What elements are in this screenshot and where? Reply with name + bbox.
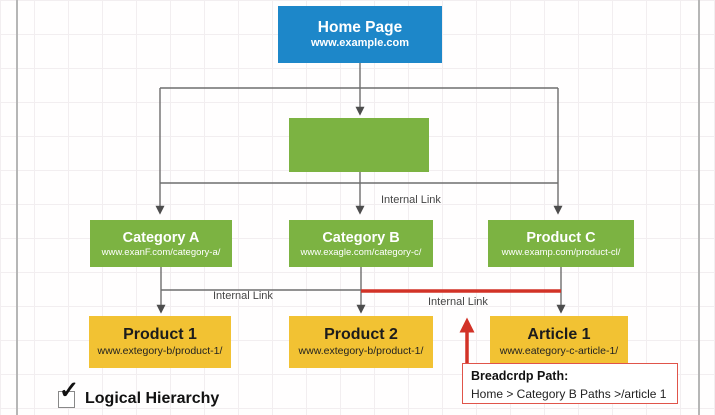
internal-link-label: Internal Link — [428, 296, 488, 308]
page-left-border — [16, 0, 18, 415]
node-article-1[interactable]: Article 1 www.eategory-c-article-1/ — [490, 316, 628, 368]
node-url: www.extegory-b/product-1/ — [97, 345, 223, 358]
node-title: Home Page — [317, 18, 403, 36]
breadcrumb-path: Home > Category B Paths >/article 1 — [471, 386, 667, 401]
node-url: www.examp.com/product-cl/ — [501, 246, 621, 258]
node-url: www.extegory-b/product-1/ — [298, 345, 424, 358]
page-right-border — [698, 0, 700, 415]
node-product-1[interactable]: Product 1 www.extegory-b/product-1/ — [89, 316, 231, 368]
internal-link-label: Internal Link — [213, 290, 273, 302]
internal-link-label: Internal Link — [381, 194, 441, 206]
legend: ✓ Logical Hierarchy — [58, 378, 220, 408]
node-title: Article 1 — [527, 326, 591, 344]
node-product-c[interactable]: Product C www.examp.com/product-cl/ — [488, 220, 634, 267]
logical-hierarchy-checkbox[interactable]: ✓ — [58, 378, 79, 408]
node-url: www.exagle.com/category-c/ — [300, 246, 422, 258]
node-home-page[interactable]: Home Page www.example.com — [278, 6, 442, 63]
node-title: Category B — [322, 229, 400, 246]
breadcrumb-title: Breadcrdp Path: — [471, 369, 569, 383]
node-title: Category A — [122, 229, 200, 246]
node-url: www.exanF.com/category-a/ — [101, 246, 221, 258]
breadcrumb-callout: Breadcrdp Path: Home > Category B Paths … — [462, 363, 678, 404]
node-product-2[interactable]: Product 2 www.extegory-b/product-1/ — [289, 316, 433, 368]
node-url: www.example.com — [310, 37, 410, 50]
node-title: Product C — [526, 229, 596, 246]
node-url: www.eategory-c-article-1/ — [499, 345, 619, 358]
node-unlabeled-level2[interactable] — [289, 118, 429, 172]
legend-label: Logical Hierarchy — [85, 390, 220, 407]
node-title: Product 2 — [324, 326, 398, 344]
checkmark-icon: ✓ — [59, 376, 80, 404]
node-category-b[interactable]: Category B www.exagle.com/category-c/ — [289, 220, 433, 267]
node-title: Product 1 — [123, 326, 197, 344]
node-category-a[interactable]: Category A www.exanF.com/category-a/ — [90, 220, 232, 267]
